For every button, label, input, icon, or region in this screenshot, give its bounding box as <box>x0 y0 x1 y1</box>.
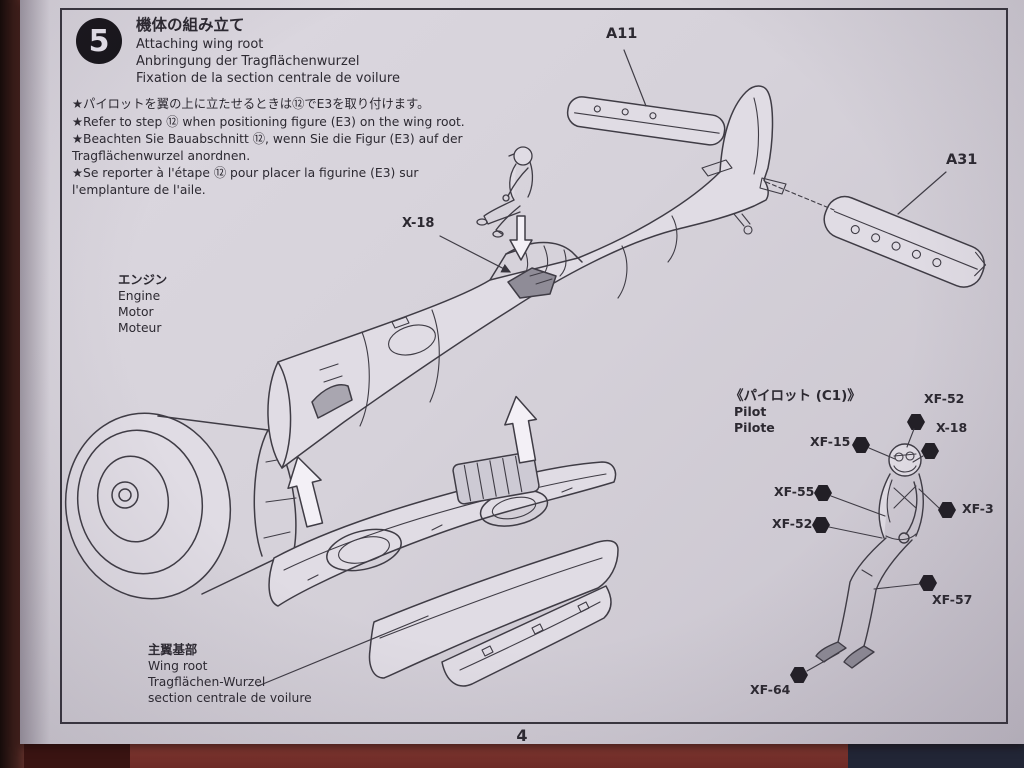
wing-root-label-fr: section centrale de voilure <box>148 691 312 705</box>
note-fr: ★Se reporter à l'étape ⑫ pour placer la … <box>72 166 419 197</box>
engine-cowling-art <box>64 412 297 600</box>
label-a31: A31 <box>946 152 978 168</box>
stabilizer-a11-art <box>566 96 726 146</box>
flap-piece-art <box>368 539 619 687</box>
assembly-arrows <box>287 215 538 528</box>
wing-root-label-en: Wing root <box>148 659 208 673</box>
wing-root-label-de: Tragflächen-Wurzel <box>148 675 266 689</box>
paint-label-x18: X-18 <box>936 420 968 435</box>
pilot-figure-large-art <box>815 443 924 669</box>
step-titles: 機体の組み立て Attaching wing root Anbringung d… <box>136 17 400 87</box>
paint-marker-hexagon <box>790 667 808 683</box>
paint-label-xf64: XF-64 <box>750 682 791 697</box>
paint-markers <box>790 414 956 683</box>
paint-marker-hexagon <box>852 437 870 453</box>
engine-label-fr: Moteur <box>118 321 162 335</box>
pilot-panel-title: 《パイロット (C1)》 <box>730 388 861 404</box>
paint-marker-hexagon <box>921 443 939 459</box>
paint-label-xf52-bottom: XF-52 <box>772 516 813 531</box>
aircraft-assembly-diagram <box>64 49 987 687</box>
stabilizer-a31-art <box>823 195 987 288</box>
pilot-panel-subtitle-en: Pilot <box>734 404 767 419</box>
engine-label-ja: エンジン <box>118 273 168 287</box>
instruction-page: 5 機体の組み立て Attaching wing root Anbringung… <box>20 0 1024 745</box>
paint-marker-hexagon <box>919 575 937 591</box>
paint-marker-hexagon <box>907 414 925 430</box>
note-ja: ★パイロットを翼の上に立たせるときは⑫でE3を取り付けます。 <box>72 97 430 111</box>
step-number-badge: 5 <box>76 18 122 64</box>
engine-label-de: Motor <box>118 305 154 319</box>
notes-block: ★パイロットを翼の上に立たせるときは⑫でE3を取り付けます。 ★Refer to… <box>72 96 496 199</box>
label-a11: A11 <box>606 26 638 42</box>
label-x18: X-18 <box>402 216 435 231</box>
paint-marker-hexagon <box>938 502 956 518</box>
paint-label-xf3: XF-3 <box>962 501 994 516</box>
step-title-de: Anbringung der Tragflächenwurzel <box>136 54 360 69</box>
wing-root-label-block: 主翼基部 Wing root Tragflächen-Wurzel sectio… <box>148 642 312 706</box>
paint-label-xf52-top: XF-52 <box>924 391 965 406</box>
paint-marker-hexagon <box>814 485 832 501</box>
step-title-fr: Fixation de la section centrale de voilu… <box>136 71 400 86</box>
pilot-panel-subtitle-fr: Pilote <box>734 420 775 435</box>
step-title-ja: 機体の組み立て <box>136 16 245 34</box>
paint-label-xf57: XF-57 <box>932 592 973 607</box>
note-en: ★Refer to step ⑫ when positioning figure… <box>72 114 465 129</box>
paint-label-xf15: XF-15 <box>810 434 851 449</box>
instruction-frame: 5 機体の組み立て Attaching wing root Anbringung… <box>60 8 1008 724</box>
wing-root-label-ja: 主翼基部 <box>148 643 198 657</box>
engine-label-en: Engine <box>118 289 161 303</box>
leader-lines <box>257 49 947 687</box>
engine-label-block: エンジン Engine Motor Moteur <box>118 272 167 336</box>
wing-centre-rib-piece-art <box>452 451 540 505</box>
step-title-en: Attaching wing root <box>136 37 264 52</box>
page-number: 4 <box>516 726 528 745</box>
paint-label-xf55: XF-55 <box>774 484 815 499</box>
paint-marker-hexagon <box>812 517 830 533</box>
note-de: ★Beachten Sie Bauabschnitt ⑫, wenn Sie d… <box>72 132 463 163</box>
pilot-figure-small-art <box>476 146 534 238</box>
table-corner-dark <box>848 742 1024 768</box>
